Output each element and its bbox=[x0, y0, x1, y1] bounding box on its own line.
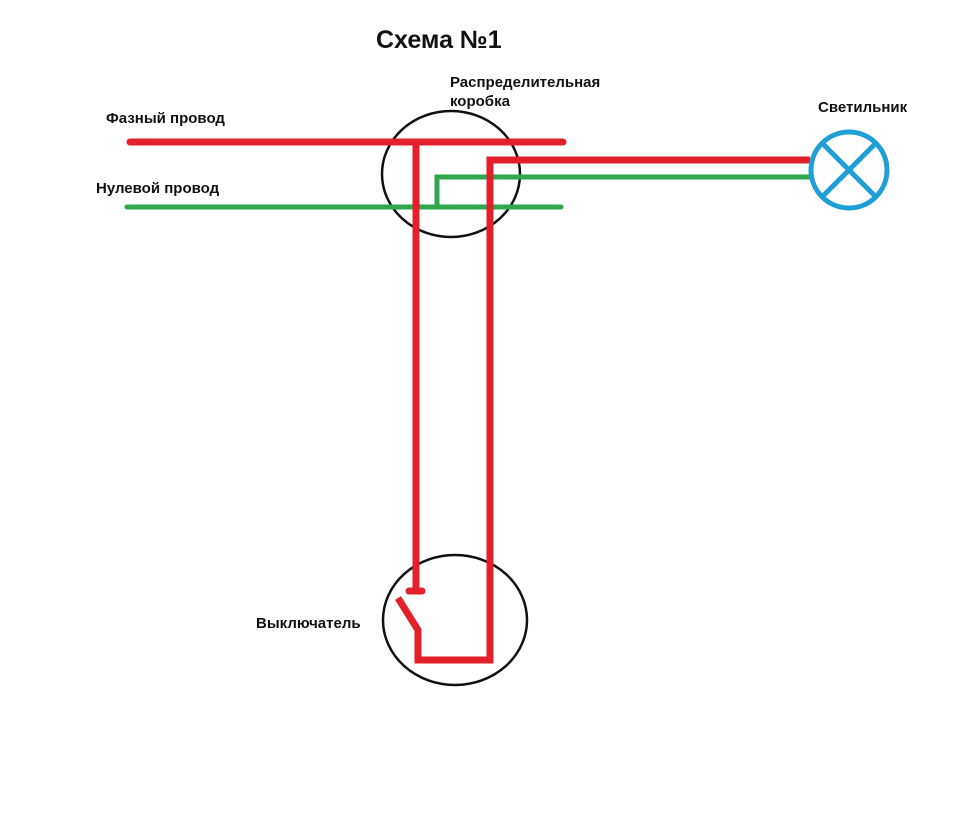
neutral-wire-to-lamp bbox=[434, 174, 810, 207]
phase-wire-label: Фазный провод bbox=[106, 110, 225, 127]
switched-wire-to-lamp bbox=[395, 156, 810, 664]
switch-box-outline bbox=[381, 553, 529, 687]
junction-box-outline bbox=[380, 109, 522, 239]
lamp-label: Светильник bbox=[818, 99, 908, 116]
diagram-title: Схема №1 bbox=[376, 26, 502, 54]
switch-label: Выключатель bbox=[256, 615, 361, 632]
junction-box-label-1: Распределительная bbox=[450, 74, 601, 91]
neutral-wire-label: Нулевой провод bbox=[96, 180, 220, 197]
junction-box-label-2: коробка bbox=[450, 93, 510, 110]
lamp-icon bbox=[808, 129, 890, 211]
